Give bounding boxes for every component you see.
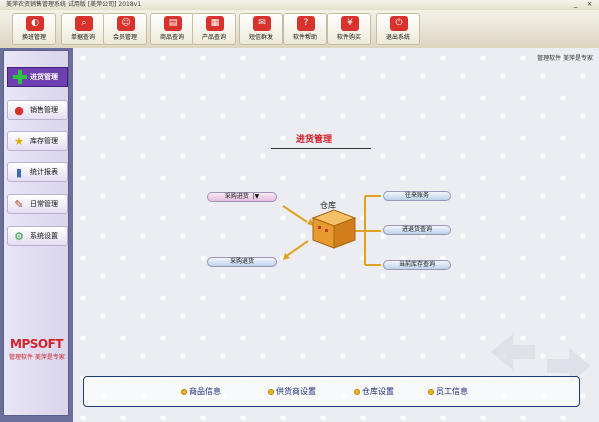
toolbar: ◐ 换班管理 ⌕ 单据查询 ☺ 会员管理 ▤ 商品查询 ▦ 产品查询 ✉ 短信群…: [0, 10, 599, 49]
plus-icon: [13, 70, 27, 84]
sms-button[interactable]: ✉ 短信群发: [239, 13, 283, 45]
store-label: 仓库: [320, 201, 336, 210]
sidebar-item-label: 进货管理: [30, 73, 58, 81]
buy-button[interactable]: ¥ 软件购买: [327, 13, 371, 45]
sidebar-item-inventory[interactable]: ★ 库存管理: [7, 131, 68, 151]
flow-diagram: [282, 195, 591, 384]
arrow-to-store: [282, 205, 313, 226]
return-query-label: 进退货查询: [401, 226, 432, 233]
sidebar-item-label: 系统设置: [30, 232, 58, 240]
sidebar-item-label: 统计报表: [30, 168, 58, 176]
box-icon: [311, 209, 357, 249]
stock-query-label: 当前库存查询: [398, 261, 435, 268]
stock-query-button[interactable]: 当前库存查询: [383, 260, 451, 270]
main-panel: 管理软件 美萍是专家 进货管理 仓库: [73, 48, 599, 422]
dropdown-arrow-icon: |▼: [250, 193, 260, 200]
bullet-icon: [181, 388, 187, 395]
return-query-button[interactable]: 进退货查询: [383, 225, 451, 235]
buy-icon: ¥: [341, 16, 359, 31]
toolbar-label: 商品查询: [159, 34, 184, 41]
sidebar-item-label: 销售管理: [30, 106, 58, 114]
toolbar-label: 产品查询: [201, 34, 226, 41]
sidebar-item-purchase[interactable]: 进货管理: [7, 67, 68, 87]
toolbar-label: 短信群发: [248, 34, 273, 41]
arrow-to-return: [283, 240, 309, 260]
product-icon: ▦: [206, 16, 224, 31]
purchase-return-label: 采购退货: [229, 258, 254, 265]
purchase-in-label: 采购进货: [224, 193, 249, 200]
link-label: 供货商设置: [276, 387, 316, 396]
sidebar-panel: 进货管理 ● 销售管理 ★ 库存管理 ▮ 统计报表 ✎ 日常管理 ⚙ 系统设置 …: [3, 50, 69, 416]
page-title: 进货管理: [296, 135, 333, 145]
sms-icon: ✉: [253, 16, 271, 31]
goods-info-link[interactable]: 商品信息: [181, 386, 221, 397]
toolbar-label: 软件帮助: [292, 34, 317, 41]
link-label: 员工信息: [436, 387, 468, 396]
bullet-icon: [268, 388, 274, 395]
logo-letters: MPSOFT: [10, 337, 63, 351]
sales-icon: ●: [14, 104, 24, 117]
sidebar-item-reports[interactable]: ▮ 统计报表: [7, 162, 68, 182]
toolbar-label: 会员管理: [112, 34, 137, 41]
product-query-button[interactable]: ▦ 产品查询: [192, 13, 236, 45]
doc-query-button[interactable]: ⌕ 单据查询: [61, 13, 105, 45]
close-button[interactable]: ×: [586, 0, 593, 8]
accounts-label: 往来账务: [404, 192, 429, 199]
sidebar-item-sales[interactable]: ● 销售管理: [7, 100, 68, 120]
link-label: 仓库设置: [362, 387, 394, 396]
minimize-button[interactable]: _: [573, 0, 578, 8]
member-button[interactable]: ☺ 会员管理: [103, 13, 147, 45]
accounts-button[interactable]: 往来账务: [383, 191, 451, 201]
member-icon: ☺: [117, 16, 135, 31]
toolbar-label: 单据查询: [70, 34, 95, 41]
mpsoft-logo: MPSOFT: [10, 337, 63, 351]
purchase-in-button[interactable]: 采购进货 |▼: [207, 192, 277, 202]
link-label: 商品信息: [189, 387, 221, 396]
exit-button[interactable]: ⏻ 退出系统: [376, 13, 420, 45]
help-button[interactable]: ? 软件帮助: [283, 13, 327, 45]
toolbar-label: 软件购买: [336, 34, 361, 41]
bullet-icon: [428, 388, 434, 395]
supplier-settings-link[interactable]: 供货商设置: [268, 386, 316, 397]
settings-icon: ⚙: [14, 230, 24, 243]
daily-icon: ✎: [14, 198, 24, 211]
sidebar-item-daily[interactable]: ✎ 日常管理: [7, 194, 68, 214]
toolbar-label: 换班管理: [21, 34, 46, 41]
sidebar-item-settings[interactable]: ⚙ 系统设置: [7, 226, 68, 246]
toolbar-label: 退出系统: [385, 34, 410, 41]
star-icon: ★: [14, 135, 24, 148]
goods-icon: ▤: [164, 16, 182, 31]
nav-arrows[interactable]: [491, 334, 591, 384]
sidebar-item-label: 库存管理: [30, 137, 58, 145]
staff-info-link[interactable]: 员工信息: [428, 386, 468, 397]
bottom-links-panel: 商品信息 供货商设置 仓库设置 员工信息: [83, 376, 580, 407]
window-title: 美萍农资销售管理系统 试用版 [美萍公司] 2018v1: [6, 1, 142, 8]
warehouse-settings-link[interactable]: 仓库设置: [354, 386, 394, 397]
help-icon: ?: [297, 16, 315, 31]
report-icon: ▮: [15, 166, 23, 179]
sidebar: 进货管理 ● 销售管理 ★ 库存管理 ▮ 统计报表 ✎ 日常管理 ⚙ 系统设置 …: [0, 48, 73, 422]
exit-icon: ⏻: [390, 16, 408, 31]
logo-tagline: 管理软件 美萍是专家: [9, 354, 65, 361]
branch-connector: [355, 195, 381, 266]
search-icon: ⌕: [75, 16, 93, 31]
purchase-return-button[interactable]: 采购退货: [207, 257, 277, 267]
goods-query-button[interactable]: ▤ 商品查询: [150, 13, 194, 45]
shift-icon: ◐: [26, 16, 44, 31]
shift-button[interactable]: ◐ 换班管理: [12, 13, 56, 45]
sidebar-item-label: 日常管理: [30, 200, 58, 208]
top-right-text: 管理软件 美萍是专家: [537, 55, 593, 62]
title-underline: [271, 148, 371, 149]
bullet-icon: [354, 388, 360, 395]
